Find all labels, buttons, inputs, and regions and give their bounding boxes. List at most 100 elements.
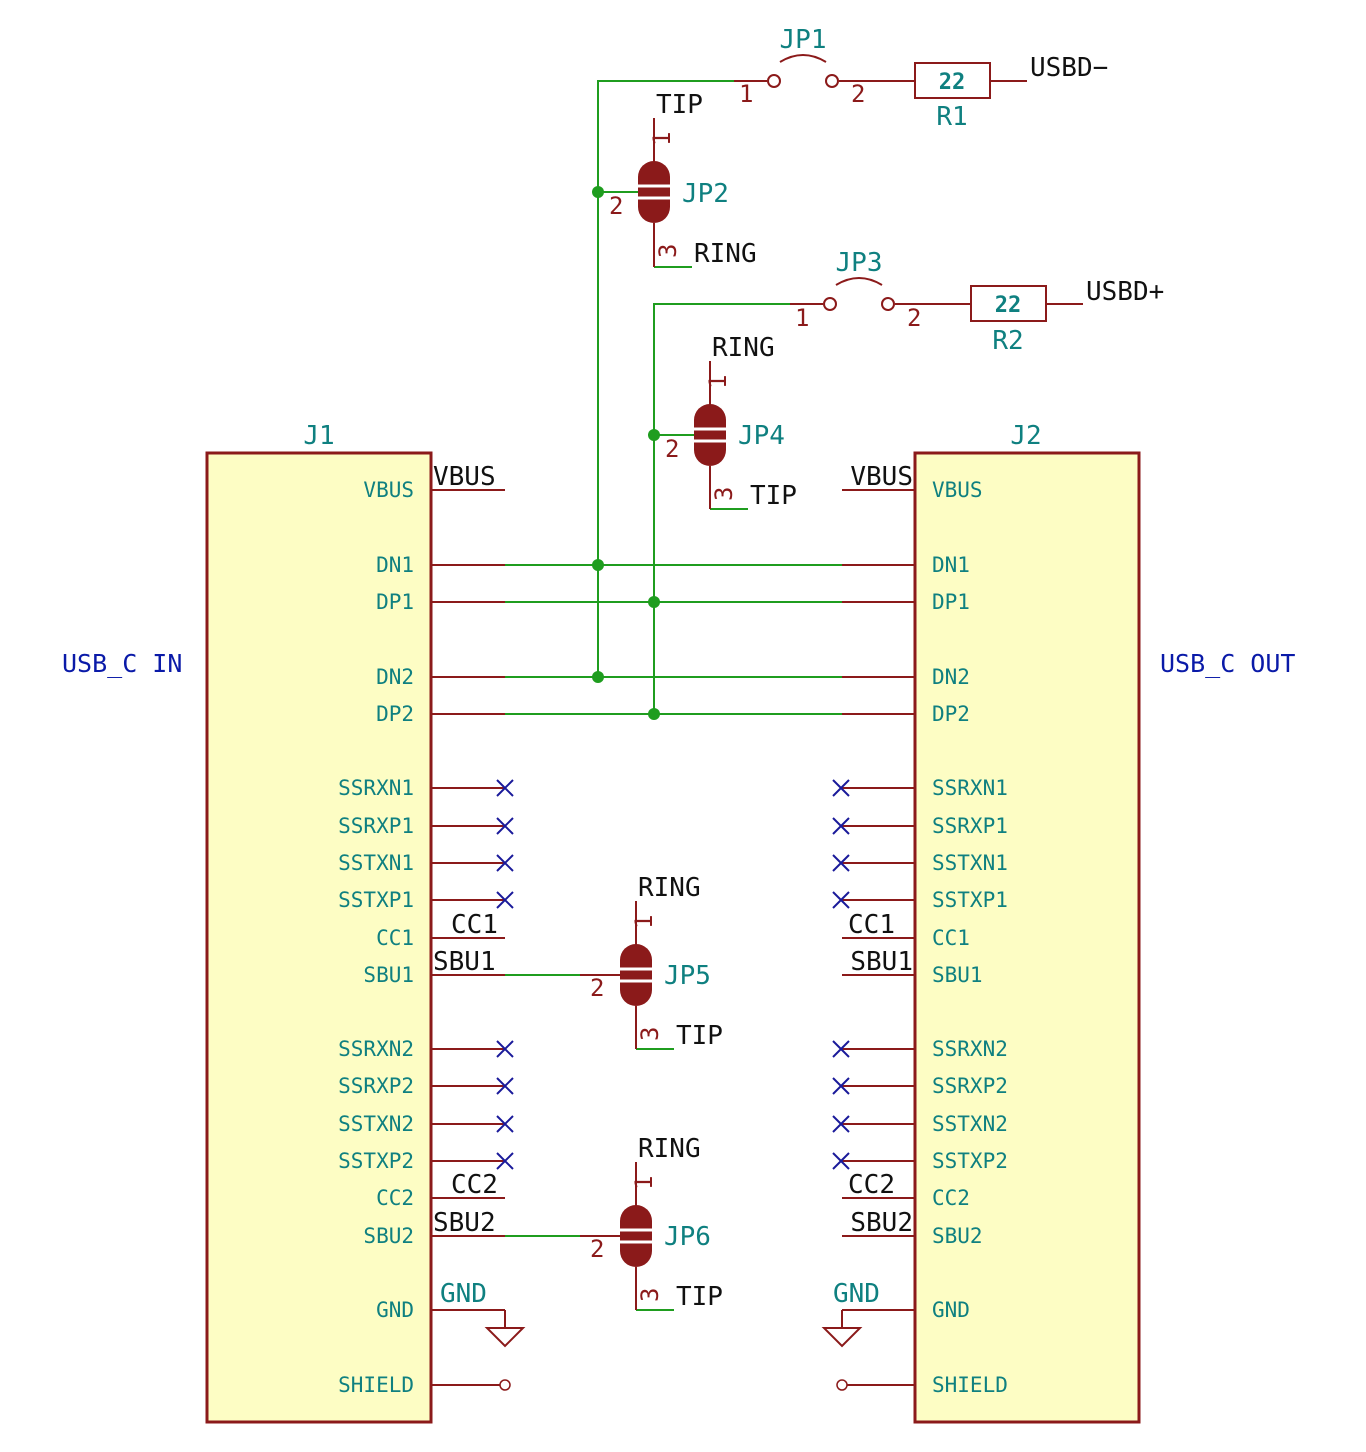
pin-label: SSTXP2 xyxy=(932,1149,1008,1173)
j2-value: USB_C OUT xyxy=(1160,649,1295,678)
pin-label: CC1 xyxy=(932,926,970,950)
net-label-tip: TIP xyxy=(676,1282,723,1312)
pin-label: CC2 xyxy=(376,1186,414,1210)
pin-label: SBU1 xyxy=(363,963,414,987)
no-connect-marks-j2 xyxy=(832,779,850,1170)
r2-value: 22 xyxy=(995,293,1022,318)
pin-label: SBU1 xyxy=(932,963,983,987)
net-label-tip: TIP xyxy=(656,90,703,120)
j2-pin-stubs xyxy=(842,489,915,1386)
gnd-symbol-j1: GND xyxy=(440,1279,526,1348)
jp4-pin1: 1 xyxy=(704,375,732,389)
jumper-jp6[interactable]: RING 1 2 3 JP6 TIP xyxy=(580,1134,723,1312)
pin-label: DP2 xyxy=(932,702,970,726)
pin-label: DN1 xyxy=(376,553,414,577)
jp5-pin3: 3 xyxy=(636,1027,664,1041)
pin-label: SBU2 xyxy=(363,1224,414,1248)
gnd-label: GND xyxy=(440,1279,487,1309)
shield-terminal xyxy=(499,1379,511,1391)
pin-label: SBU2 xyxy=(932,1224,983,1248)
jp3-ref: JP3 xyxy=(836,248,883,278)
pin-label: SSRXP2 xyxy=(932,1074,1008,1098)
net-label-vbus: VBUS xyxy=(850,462,913,492)
jp3-pin2: 2 xyxy=(907,304,921,332)
gnd-symbol-j2: GND xyxy=(821,1279,880,1348)
resistor-r2[interactable]: 22 R2 USBD+ xyxy=(970,277,1164,356)
r1-ref: R1 xyxy=(936,102,967,132)
pin-label: DP1 xyxy=(932,590,970,614)
junction-dot xyxy=(592,559,604,571)
pin-label: SSRXN1 xyxy=(932,776,1008,800)
pin-label: SSTXP2 xyxy=(338,1149,414,1173)
pin-label: SSRXP1 xyxy=(932,814,1008,838)
j2-ref: J2 xyxy=(1010,421,1041,451)
net-label-cc2: CC2 xyxy=(848,1170,895,1200)
net-label-ring: RING xyxy=(638,873,701,903)
net-label-sbu2: SBU2 xyxy=(433,1208,496,1238)
pin-label: GND xyxy=(932,1298,970,1322)
jp4-ref: JP4 xyxy=(738,421,785,451)
resistor-r1[interactable]: 22 R1 USBD− xyxy=(914,53,1108,132)
junction-dot xyxy=(592,186,604,198)
r1-value: 22 xyxy=(939,70,966,95)
pin-label: VBUS xyxy=(363,478,414,502)
j1-ref: J1 xyxy=(303,421,334,451)
pin-label: SSTXN1 xyxy=(932,851,1008,875)
j2-body xyxy=(913,451,1141,1424)
net-label-ring: RING xyxy=(638,1134,701,1164)
jp6-pin3: 3 xyxy=(636,1288,664,1302)
junction-dot xyxy=(648,708,660,720)
jumper-jp1[interactable]: JP1 1 2 xyxy=(734,25,915,108)
j1-pin-labels: VBUS DN1 DP1 DN2 DP2 SSRXN1 SSRXP1 SSTXN… xyxy=(338,478,414,1397)
pin-label: CC1 xyxy=(376,926,414,950)
pin-label: SSTXN2 xyxy=(932,1112,1008,1136)
jp5-pin1: 1 xyxy=(630,915,658,929)
net-label-ring: RING xyxy=(694,239,757,269)
pin-label: SHIELD xyxy=(932,1373,1008,1397)
j2-pin-labels: VBUS DN1 DP1 DN2 DP2 SSRXN1 SSRXP1 SSTXN… xyxy=(932,478,1008,1397)
pin-label: SSTXN2 xyxy=(338,1112,414,1136)
jp2-pin1: 1 xyxy=(648,132,676,146)
wire-dp-vertical xyxy=(653,303,790,714)
net-label-cc1: CC1 xyxy=(848,910,895,940)
connector-j1[interactable]: J1 USB_C IN VBUS DN1 xyxy=(62,421,526,1424)
pin-label: GND xyxy=(376,1298,414,1322)
pin-label: SSRXN2 xyxy=(338,1037,414,1061)
pin-label: SSTXP1 xyxy=(338,888,414,912)
j1-value: USB_C IN xyxy=(62,649,182,678)
pin-label: DN1 xyxy=(932,553,970,577)
jp2-ref: JP2 xyxy=(682,179,729,209)
jp4-pin3: 3 xyxy=(710,487,738,501)
jp5-ref: JP5 xyxy=(664,961,711,991)
shield-terminal xyxy=(836,1379,848,1391)
connector-j2[interactable]: J2 USB_C OUT VBUS DN1 DP1 xyxy=(821,421,1295,1424)
jp4-pin2: 2 xyxy=(665,435,679,463)
pin-label: DP1 xyxy=(376,590,414,614)
net-label-cc2: CC2 xyxy=(451,1170,498,1200)
pin-label: DP2 xyxy=(376,702,414,726)
jumper-jp3[interactable]: JP3 1 2 xyxy=(790,248,971,332)
jumper-jp2[interactable]: TIP 1 2 3 JP2 RING xyxy=(609,90,757,269)
pin-label: SSRXN1 xyxy=(338,776,414,800)
net-label-tip: TIP xyxy=(750,481,797,511)
wire-dn-vertical xyxy=(597,80,734,677)
net-label-tip: TIP xyxy=(676,1021,723,1051)
pin-label: VBUS xyxy=(932,478,983,502)
jumper-jp5[interactable]: RING 1 2 3 JP5 TIP xyxy=(580,873,723,1051)
jp2-pin3: 3 xyxy=(654,244,682,258)
jp6-ref: JP6 xyxy=(664,1222,711,1252)
jumper-jp4[interactable]: RING 1 2 3 JP4 TIP xyxy=(665,333,797,511)
j1-pin-stubs xyxy=(431,489,505,1386)
r2-ref: R2 xyxy=(992,326,1023,356)
pin-label: SSTXN1 xyxy=(338,851,414,875)
gnd-label: GND xyxy=(833,1279,880,1309)
pin-label: SSRXP2 xyxy=(338,1074,414,1098)
pin-label: DN2 xyxy=(376,665,414,689)
jp3-pin1: 1 xyxy=(795,304,809,332)
pin-label: DN2 xyxy=(932,665,970,689)
jp1-pin2: 2 xyxy=(851,80,865,108)
junction-dot xyxy=(648,596,660,608)
jp1-ref: JP1 xyxy=(780,25,827,55)
net-label-sbu2: SBU2 xyxy=(850,1208,913,1238)
